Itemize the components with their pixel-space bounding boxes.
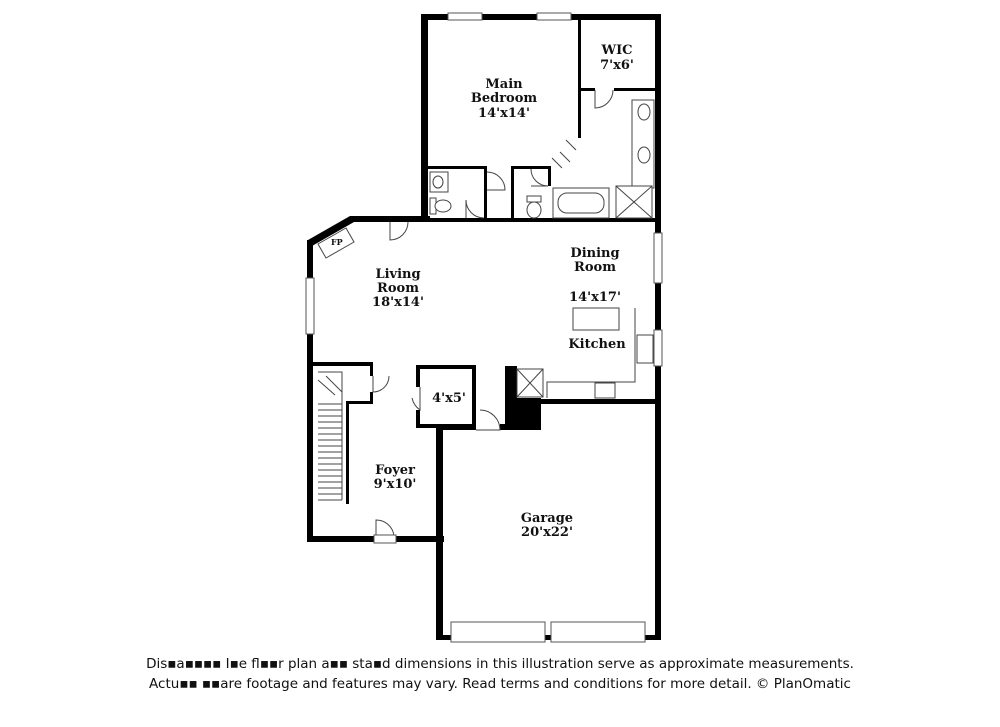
- sink: [637, 146, 651, 164]
- kitchen-size: 14'x17': [569, 290, 621, 305]
- garage-label: Garage: [521, 511, 573, 526]
- wall: [436, 536, 443, 640]
- wall: [581, 88, 595, 91]
- wall: [421, 14, 428, 222]
- disclaimer-line-1: Dis▪a▪▪▪▪ I▪e fl▪▪r plan a▪▪ sta▪d dimen…: [146, 656, 854, 672]
- disclaimer-line-2: Actu▪▪ ▪▪are footage and features may va…: [149, 676, 851, 692]
- wall: [416, 365, 476, 369]
- range: [594, 382, 616, 399]
- wall: [416, 365, 420, 387]
- foyer-label: Foyer: [375, 463, 415, 478]
- interior-walls: [313, 20, 661, 540]
- dining-room-label: Dining: [570, 246, 619, 261]
- door-swing: [411, 387, 421, 411]
- bathtub-basin: [557, 192, 605, 214]
- foyer-size: 9'x10': [374, 477, 417, 492]
- living-room-label: Living: [375, 267, 420, 282]
- fireplace: [317, 227, 355, 259]
- garage-door: [450, 621, 546, 643]
- wall: [511, 166, 514, 218]
- window: [536, 12, 572, 21]
- staircase: [317, 371, 343, 501]
- toilet-bowl: [526, 201, 542, 219]
- stair-outline: [317, 375, 343, 396]
- kitchen-label: Kitchen: [568, 337, 626, 352]
- living-room-size: 18'x14': [372, 295, 424, 310]
- garage-size: 20'x22': [521, 525, 573, 540]
- wall: [428, 218, 655, 222]
- wall: [428, 166, 486, 169]
- room-labels: Main Bedroom 14'x14' WIC 7'x6' Dining Ro…: [331, 43, 634, 540]
- door-swing: [465, 199, 485, 219]
- door-swing: [375, 519, 395, 537]
- door-swing: [372, 375, 390, 393]
- wall: [484, 166, 487, 218]
- wall: [655, 14, 661, 222]
- counter: [546, 308, 636, 398]
- main-bedroom-label: Bedroom: [471, 91, 538, 106]
- kitchen-island: [572, 307, 620, 331]
- wall: [436, 424, 443, 540]
- door-swing: [594, 89, 614, 109]
- stair-outline: [318, 371, 343, 500]
- wall: [346, 401, 373, 404]
- window: [305, 277, 315, 335]
- wall: [511, 166, 551, 169]
- windows: [305, 12, 663, 643]
- refrigerator-line: [516, 368, 544, 398]
- door-swing: [551, 139, 577, 169]
- fixtures: [317, 99, 655, 501]
- wall: [370, 392, 373, 404]
- wall: [370, 362, 373, 376]
- wall: [548, 166, 551, 186]
- doors: [372, 89, 614, 544]
- door-swing: [486, 171, 506, 191]
- door-swing: [476, 409, 501, 431]
- door-threshold: [373, 534, 397, 544]
- wic-label: WIC: [600, 43, 632, 58]
- window: [653, 329, 663, 367]
- wall: [472, 365, 476, 428]
- wall: [350, 216, 430, 222]
- wic-size: 7'x6': [600, 58, 634, 73]
- wall: [308, 216, 354, 246]
- wall: [416, 410, 420, 428]
- main-bedroom-label: Main: [485, 77, 523, 92]
- wall: [540, 399, 661, 404]
- wall: [307, 240, 313, 542]
- wall: [655, 222, 661, 640]
- wall: [313, 362, 373, 366]
- main-bedroom-size: 14'x14': [478, 106, 530, 121]
- wall: [578, 20, 581, 138]
- wall: [614, 88, 655, 91]
- dining-room-label: Room: [574, 260, 616, 275]
- toilet-bowl: [434, 199, 452, 213]
- sink: [432, 175, 444, 189]
- garage-door: [550, 621, 646, 643]
- sink: [637, 103, 651, 121]
- shower-line: [615, 185, 653, 219]
- closet-size: 4'x5': [432, 391, 466, 406]
- fireplace-label: FP: [331, 237, 343, 247]
- window: [653, 232, 663, 284]
- window: [447, 12, 483, 21]
- kitchen-sink: [636, 334, 654, 364]
- door-swing: [530, 168, 549, 187]
- wall: [436, 424, 476, 430]
- wall: [505, 398, 541, 430]
- toilet-tank: [526, 195, 542, 203]
- door-swing: [389, 221, 409, 241]
- wall: [436, 635, 661, 640]
- wall: [346, 401, 349, 504]
- living-room-label: Room: [377, 281, 419, 296]
